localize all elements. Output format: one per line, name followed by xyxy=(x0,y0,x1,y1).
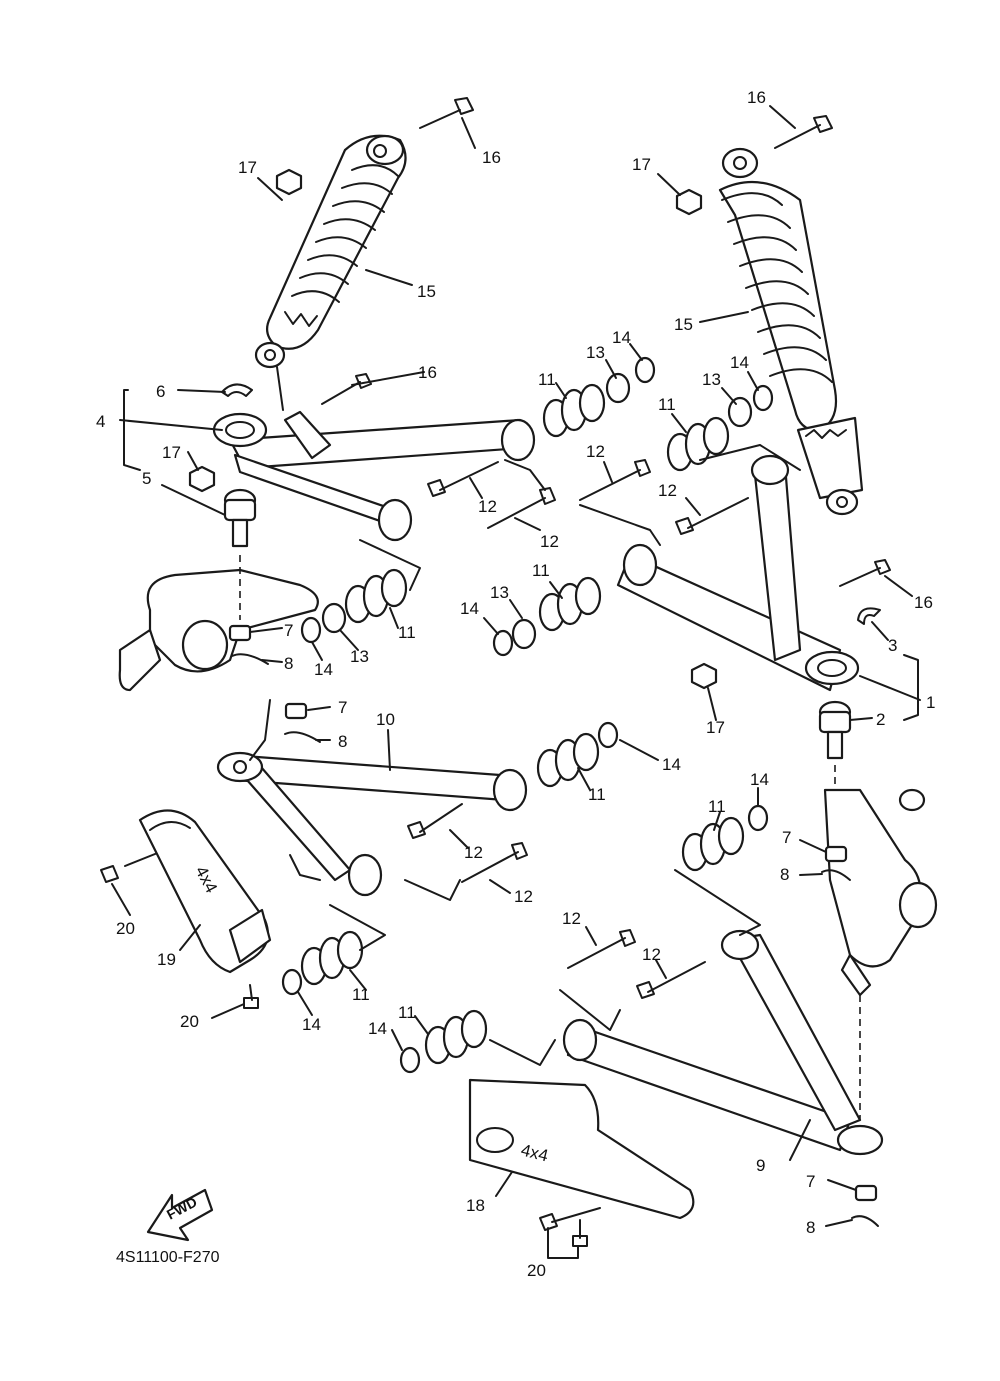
callout-5: 5 xyxy=(142,469,151,488)
callout-7: 7 xyxy=(284,621,293,640)
callout-11: 11 xyxy=(708,797,726,816)
left-shock-absorber xyxy=(254,134,407,411)
callout-11: 11 xyxy=(398,623,416,642)
bushing-set-upper-right-rear xyxy=(666,384,774,472)
callout-labels: 17 16 15 16 6 4 17 5 11 13 14 12 12 11 1… xyxy=(96,88,935,1280)
callout-11: 11 xyxy=(532,561,550,580)
callout-18: 18 xyxy=(466,1196,485,1215)
callout-14: 14 xyxy=(730,353,749,372)
fwd-arrow: FWD xyxy=(146,1188,214,1242)
callout-12: 12 xyxy=(540,532,559,551)
guard-left: 4x4 xyxy=(138,809,272,974)
circlip-right xyxy=(857,607,881,625)
bushing-set-lower-left-rear xyxy=(536,721,619,788)
callout-11: 11 xyxy=(538,370,556,389)
callout-17: 17 xyxy=(238,158,257,177)
callout-1: 1 xyxy=(926,693,935,712)
callout-20: 20 xyxy=(180,1012,199,1031)
circlip-left xyxy=(221,383,253,397)
callout-16: 16 xyxy=(482,148,501,167)
right-steering-knuckle xyxy=(823,788,938,997)
assembly-guide-lines xyxy=(239,444,861,1120)
guard-right: 4x4 xyxy=(468,1078,695,1220)
callout-14: 14 xyxy=(302,1015,321,1034)
callout-9: 9 xyxy=(756,1156,765,1175)
callout-19: 19 xyxy=(157,950,176,969)
ball-joint-left xyxy=(223,488,257,548)
upper-left-a-arm xyxy=(212,410,536,542)
lower-left-a-arm xyxy=(216,751,528,897)
nuts xyxy=(188,168,878,1202)
callout-14: 14 xyxy=(368,1019,387,1038)
callout-2: 2 xyxy=(876,710,885,729)
callout-13: 13 xyxy=(702,370,721,389)
callout-7: 7 xyxy=(338,698,347,717)
callout-12: 12 xyxy=(562,909,581,928)
bushing-set-lower-right-rear xyxy=(681,804,769,872)
callout-14: 14 xyxy=(750,770,769,789)
callout-17: 17 xyxy=(632,155,651,174)
callout-11: 11 xyxy=(398,1003,416,1022)
callout-10: 10 xyxy=(376,710,395,729)
callout-20: 20 xyxy=(116,919,135,938)
callout-3: 3 xyxy=(888,636,897,655)
bolts xyxy=(100,97,891,1247)
callout-16: 16 xyxy=(914,593,933,612)
callout-14: 14 xyxy=(662,755,681,774)
callout-8: 8 xyxy=(806,1218,815,1237)
callout-15: 15 xyxy=(417,282,436,301)
callout-8: 8 xyxy=(780,865,789,884)
callout-12: 12 xyxy=(514,887,533,906)
callout-6: 6 xyxy=(156,382,165,401)
lower-right-a-arm xyxy=(562,929,884,1156)
bushing-set-lower-right-front xyxy=(399,1009,488,1074)
callout-20: 20 xyxy=(527,1261,546,1280)
callout-13: 13 xyxy=(586,343,605,362)
callout-14: 14 xyxy=(314,660,333,679)
ball-joint-right xyxy=(818,700,852,760)
callout-17: 17 xyxy=(162,443,181,462)
callout-7: 7 xyxy=(806,1172,815,1191)
callout-11: 11 xyxy=(658,395,676,414)
callout-16: 16 xyxy=(747,88,766,107)
callout-8: 8 xyxy=(338,732,347,751)
upper-right-a-arm xyxy=(616,454,860,692)
callout-17: 17 xyxy=(706,718,725,737)
callout-15: 15 xyxy=(674,315,693,334)
callout-11: 11 xyxy=(588,785,606,804)
left-steering-knuckle xyxy=(118,568,319,692)
callout-12: 12 xyxy=(642,945,661,964)
callout-8: 8 xyxy=(284,654,293,673)
right-shock-absorber xyxy=(718,147,864,516)
callout-13: 13 xyxy=(350,647,369,666)
diagram-code: 4S11100-F270 xyxy=(116,1249,220,1266)
callout-12: 12 xyxy=(658,481,677,500)
callout-11: 11 xyxy=(352,985,370,1004)
callout-14: 14 xyxy=(460,599,479,618)
bushing-set-lower-left-front xyxy=(281,930,364,996)
callout-4: 4 xyxy=(96,412,105,431)
bushing-set-upper-right-front xyxy=(492,576,602,657)
callout-13: 13 xyxy=(490,583,509,602)
callout-leaders xyxy=(111,105,921,1259)
callout-12: 12 xyxy=(478,497,497,516)
callout-14: 14 xyxy=(612,328,631,347)
callout-16: 16 xyxy=(418,363,437,382)
bushing-set-upper-left-rear xyxy=(542,356,656,438)
callout-7: 7 xyxy=(782,828,791,847)
bushing-set-upper-left-front xyxy=(300,568,408,644)
callout-12: 12 xyxy=(464,843,483,862)
callout-12: 12 xyxy=(586,442,605,461)
